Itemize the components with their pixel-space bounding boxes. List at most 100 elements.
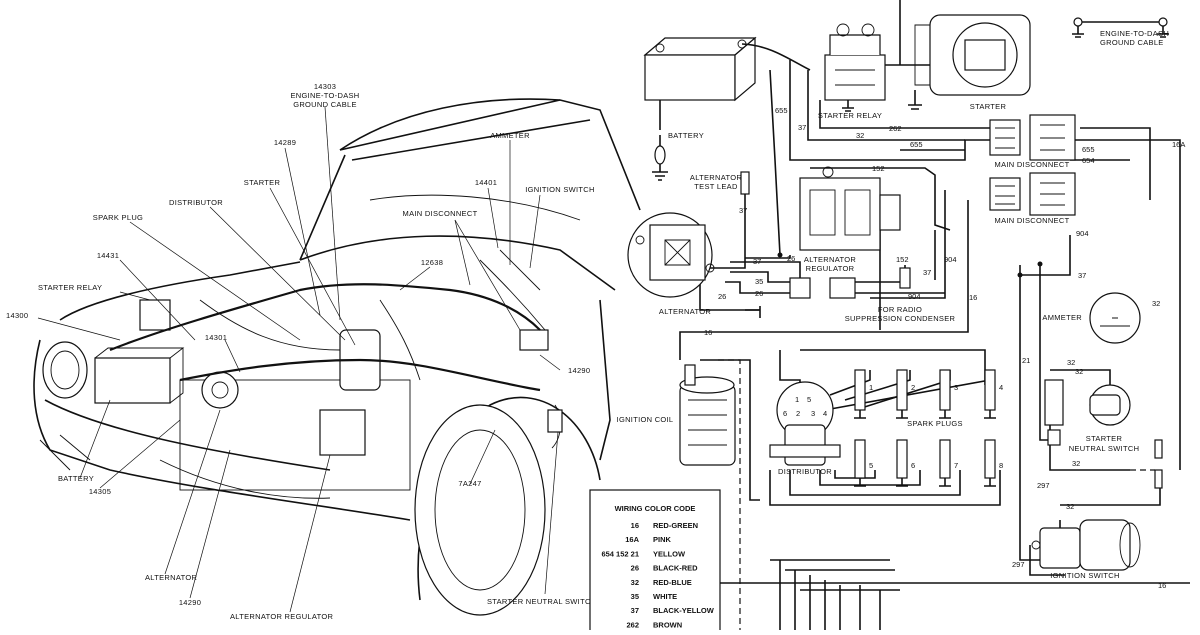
label-starter-neutral-switch-2: NEUTRAL SWITCH (1069, 444, 1140, 453)
starter-neutral-switch-symbol (1044, 379, 1163, 489)
callout-14290-top: 14290 (568, 366, 590, 375)
wire-16-d: 16 (1158, 581, 1166, 590)
wire-26-a: 26 (787, 254, 795, 263)
valance (44, 399, 331, 471)
front-tire (414, 404, 546, 616)
battery-ground-symbol (652, 164, 668, 181)
wire-655-a: 655 (775, 106, 788, 115)
wire-37-d: 37 (923, 268, 931, 277)
spark-plug-4 (984, 369, 996, 419)
cowl-line (299, 235, 616, 291)
legend-row-color: BROWN (653, 620, 682, 629)
legend-row-code: 16 (631, 521, 639, 530)
alternator-pulley (211, 381, 229, 399)
legend-row-code: 37 (631, 606, 639, 615)
distributor-symbol (769, 381, 841, 466)
spark-plugs (854, 369, 996, 487)
wire-32-c: 32 (1067, 358, 1075, 367)
alternator-body (201, 371, 239, 409)
wire-26-c: 26 (718, 292, 726, 301)
front-bumper (33, 339, 411, 521)
callout-14431: 14431 (97, 251, 119, 260)
car-roof (339, 98, 641, 211)
spark-plug-2 (896, 369, 908, 419)
callout-14289: 14289 (274, 138, 296, 147)
wire-number-labels: 655 37 32 262 655 655 654 16A 152 37 37 … (704, 106, 1185, 590)
wire-37-b: 37 (739, 206, 747, 215)
main-disconnect-2-symbol (989, 172, 1076, 216)
wire-654: 654 (1082, 156, 1095, 165)
wire-152-b: 152 (896, 255, 909, 264)
callout-12638: 12638 (421, 258, 443, 267)
starter-motor (319, 409, 366, 456)
wire-297-b: 297 (1012, 560, 1025, 569)
legend-row-code: 16A (625, 535, 639, 544)
label-alt-test-lead-1: ALTERNATOR (690, 173, 742, 182)
dist-num-1: 1 (795, 395, 799, 404)
radio-condenser-body (899, 267, 911, 289)
wire-655-c: 655 (1082, 145, 1095, 154)
junction-dots (777, 252, 1043, 278)
wire-655-b: 655 (910, 140, 923, 149)
tire-rim (434, 429, 526, 591)
ignition-coil-symbol (679, 364, 736, 466)
battery-top (94, 347, 185, 404)
plug-num-5: 5 (869, 461, 873, 470)
wire-21: 21 (1022, 356, 1030, 365)
starter-ground (908, 90, 922, 110)
ignition-switch-symbol (1031, 519, 1141, 571)
callout-starter-relay: STARTER RELAY (38, 283, 102, 292)
hood-edge (59, 261, 301, 321)
dist-num-6: 6 (783, 409, 787, 418)
label-alternator-regulator-1: ALTERNATOR (804, 255, 856, 264)
battery-positive-cable (741, 43, 811, 71)
label-alternator-regulator-2: REGULATOR (806, 264, 855, 273)
radiator-support (179, 379, 411, 491)
callout-14305: 14305 (89, 487, 111, 496)
condenser-block-1 (789, 277, 811, 299)
main-disconnect-body (519, 329, 549, 351)
label-ammeter: AMMETER (1042, 313, 1082, 322)
legend-row-color: BLACK-RED (653, 564, 698, 573)
plug-num-6: 6 (911, 461, 915, 470)
spark-plug-5 (854, 439, 866, 487)
wire-16-c: 16 (704, 328, 712, 337)
plug-num-1: 1 (869, 383, 873, 392)
plug-num-2: 2 (911, 383, 915, 392)
legend-row-code: 35 (631, 592, 639, 601)
callout-ignition-switch: IGNITION SWITCH (525, 185, 595, 194)
wire-37-e: 37 (1078, 271, 1086, 280)
spark-plug-6 (896, 439, 908, 487)
wire-32-f: 32 (1066, 502, 1074, 511)
legend-row-code: 654 152 21 (601, 549, 639, 558)
windshield-frame (299, 99, 591, 261)
dash-wires (479, 249, 546, 331)
grille-detail (39, 434, 91, 471)
legend-row-color: WHITE (653, 592, 677, 601)
label-distributor: DISTRIBUTOR (778, 467, 832, 476)
engine-dash-cable-symbol (1072, 17, 1169, 38)
callout-battery: BATTERY (58, 474, 94, 483)
label-spark-plugs: SPARK PLUGS (907, 419, 963, 428)
callout-14300: 14300 (6, 311, 28, 320)
label-engine-dash-cable-1: ENGINE-TO-DASH (1100, 29, 1169, 38)
dist-num-5: 5 (807, 395, 811, 404)
car-leader-lines (37, 106, 561, 613)
legend-row-code: 262 (626, 620, 639, 629)
dash-line (369, 194, 581, 221)
fender-rear-edge (599, 299, 611, 461)
label-radio-condenser-2: SUPPRESSION CONDENSER (845, 314, 956, 323)
dist-num-4: 4 (823, 409, 827, 418)
callout-alternator: ALTERNATOR (145, 573, 197, 582)
wire-152-a: 152 (872, 164, 885, 173)
main-disconnect-1-symbol (989, 114, 1076, 161)
callout-ammeter: AMMETER (490, 131, 530, 140)
legend-row-color: RED-BLUE (653, 578, 692, 587)
ammeter-needle (1100, 317, 1130, 327)
car-illustration: 14303 ENGINE-TO-DASH GROUND CABLE 14289 … (6, 82, 641, 621)
wire-904-c: 904 (1076, 229, 1089, 238)
label-main-disconnect-1: MAIN DISCONNECT (995, 160, 1070, 169)
schematic: BATTERY STARTER RELAY STARTER (617, 0, 1190, 630)
